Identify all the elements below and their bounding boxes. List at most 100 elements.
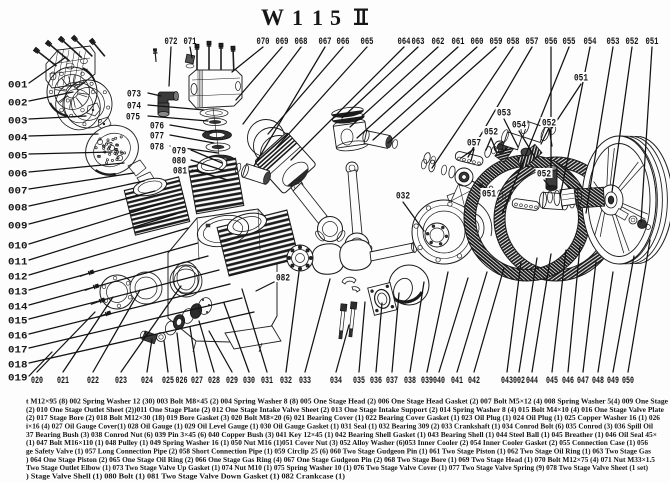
- svg-text:067: 067: [319, 37, 332, 48]
- svg-text:W: W: [261, 5, 284, 30]
- svg-text:064: 064: [398, 37, 411, 48]
- svg-text:052: 052: [537, 170, 551, 181]
- svg-text:054: 054: [584, 37, 597, 48]
- svg-text:016: 016: [8, 332, 28, 343]
- svg-text:i×16 (4) 027 Oil Gauge Cover(1: i×16 (4) 027 Oil Gauge Cover(1) 028 Oil …: [26, 423, 653, 431]
- svg-text:062: 062: [432, 37, 445, 48]
- svg-text:t M12×95 (8) 002 Spring Washer: t M12×95 (8) 002 Spring Washer 12 (30) 0…: [26, 398, 668, 406]
- svg-text:008: 008: [8, 204, 28, 215]
- svg-text:1: 1: [312, 5, 323, 30]
- svg-text:053: 053: [497, 109, 511, 120]
- svg-text:053: 053: [607, 37, 620, 48]
- svg-text:051: 051: [482, 190, 496, 201]
- svg-text:057: 057: [526, 37, 539, 48]
- svg-text:017: 017: [8, 346, 28, 357]
- svg-text:052: 052: [484, 128, 498, 139]
- svg-text:039: 039: [421, 376, 433, 387]
- svg-text:060: 060: [471, 37, 484, 48]
- svg-text:(1) 047 Bolt M16×110 (1) 048 P: (1) 047 Bolt M16×110 (1) 048 Pulley (1) …: [26, 439, 649, 447]
- svg-text:051: 051: [646, 37, 659, 48]
- svg-text:071: 071: [184, 37, 197, 48]
- svg-text:007: 007: [8, 187, 28, 198]
- svg-text:037: 037: [386, 376, 398, 387]
- svg-text:028: 028: [208, 376, 220, 387]
- svg-text:051: 051: [574, 74, 588, 85]
- svg-text:5: 5: [330, 5, 341, 30]
- svg-text:044: 044: [526, 376, 538, 387]
- svg-text:006: 006: [8, 170, 28, 181]
- svg-text:Two Stage Outlet Elbow (1) 073: Two Stage Outlet Elbow (1) 073 Two Stage…: [26, 464, 649, 472]
- svg-text:069: 069: [276, 37, 289, 48]
- svg-text:026: 026: [176, 376, 188, 387]
- svg-text:032: 032: [396, 192, 410, 203]
- svg-text:018: 018: [8, 361, 28, 372]
- svg-text:057: 057: [467, 139, 481, 150]
- svg-text:012: 012: [8, 273, 28, 284]
- svg-text:052: 052: [542, 119, 556, 130]
- svg-text:050: 050: [622, 376, 634, 387]
- svg-text:031: 031: [261, 376, 273, 387]
- svg-text:002: 002: [8, 99, 28, 110]
- svg-text:063: 063: [412, 37, 425, 48]
- svg-text:033: 033: [299, 376, 311, 387]
- svg-text:056: 056: [545, 37, 558, 48]
- svg-text:054: 054: [512, 121, 526, 132]
- svg-text:038: 038: [404, 376, 416, 387]
- svg-text:002: 002: [513, 376, 525, 387]
- svg-text:058: 058: [507, 37, 520, 48]
- svg-text:020: 020: [31, 376, 43, 387]
- svg-text:023: 023: [115, 376, 127, 387]
- svg-text:009: 009: [8, 222, 28, 233]
- svg-text:032: 032: [280, 376, 292, 387]
- svg-text:019: 019: [8, 374, 28, 385]
- svg-text:37 Bearing Bush (3) 038 Conrod: 37 Bearing Bush (3) 038 Conrod Nut (6) 0…: [26, 431, 657, 439]
- svg-text:) 064 One Stage Piston (2) 065: ) 064 One Stage Piston (2) 065 One Stage…: [26, 456, 656, 464]
- svg-text:030: 030: [243, 376, 255, 387]
- svg-text:040: 040: [433, 376, 445, 387]
- svg-text:024: 024: [141, 376, 153, 387]
- svg-text:045: 045: [546, 376, 558, 387]
- svg-text:034: 034: [330, 376, 342, 387]
- svg-text:027: 027: [191, 376, 203, 387]
- svg-text:001: 001: [8, 81, 28, 92]
- svg-text:ge Safety Valve (1) 057 Long C: ge Safety Valve (1) 057 Long Connection …: [26, 448, 651, 456]
- svg-text:022: 022: [87, 376, 99, 387]
- svg-text:036: 036: [370, 376, 382, 387]
- svg-text:1: 1: [292, 5, 303, 30]
- svg-text:043: 043: [501, 376, 513, 387]
- svg-text:005: 005: [8, 152, 28, 163]
- svg-text:078: 078: [150, 143, 164, 154]
- svg-text:066: 066: [337, 37, 350, 48]
- svg-text:070: 070: [257, 37, 270, 48]
- svg-text:013: 013: [8, 288, 28, 299]
- svg-text:021: 021: [57, 376, 69, 387]
- svg-text:046: 046: [562, 376, 574, 387]
- svg-text:055: 055: [563, 37, 576, 48]
- svg-text:041: 041: [451, 376, 463, 387]
- svg-text:(2) 017 Stage Bore (2) 018 Bol: (2) 017 Stage Bore (2) 018 Bolt M12×30 (…: [26, 414, 661, 422]
- svg-text:068: 068: [295, 37, 308, 48]
- svg-text:081: 081: [173, 167, 187, 178]
- svg-text:059: 059: [490, 37, 503, 48]
- svg-text:) Stage Valve Shell (1) 080 Bo: ) Stage Valve Shell (1) 080 Bolt (1) 081…: [26, 472, 346, 480]
- svg-text:082: 082: [276, 274, 290, 285]
- svg-text:014: 014: [8, 303, 28, 314]
- svg-text:049: 049: [607, 376, 619, 387]
- svg-text:075: 075: [126, 113, 140, 124]
- svg-text:042: 042: [468, 376, 480, 387]
- svg-text:065: 065: [361, 37, 374, 48]
- svg-text:048: 048: [592, 376, 604, 387]
- svg-text:025: 025: [162, 376, 174, 387]
- svg-text:004: 004: [8, 134, 28, 145]
- svg-text:029: 029: [226, 376, 238, 387]
- svg-text:072: 072: [165, 37, 178, 48]
- svg-text:(2) 010 One Stage Outlet Sheet: (2) 010 One Stage Outlet Sheet (2))011 O…: [26, 406, 664, 414]
- svg-text:035: 035: [353, 376, 365, 387]
- svg-text:003: 003: [8, 117, 28, 128]
- svg-text:010: 010: [8, 242, 28, 253]
- svg-text:011: 011: [8, 258, 28, 269]
- svg-text:015: 015: [8, 317, 28, 328]
- svg-text:061: 061: [452, 37, 465, 48]
- svg-text:073: 073: [127, 90, 141, 101]
- svg-text:047: 047: [577, 376, 589, 387]
